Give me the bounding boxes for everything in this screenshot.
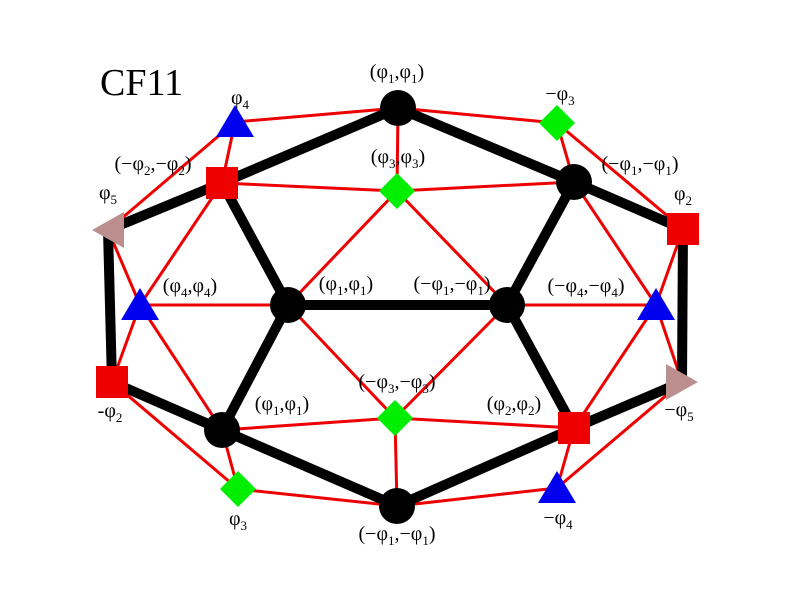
diamond-node-S: [220, 471, 256, 507]
black-edge-M-Q: [107, 377, 227, 435]
red-edge-E-K: [395, 189, 509, 307]
triangle-node-I: [121, 288, 159, 320]
label-bottom-circle: (−φ1​,−φ1​): [359, 523, 436, 548]
black-edge-H-O: [677, 224, 688, 387]
label-right-blue-triangle: (−φ4​,−φ4​): [548, 275, 625, 300]
red-edge-M-S: [111, 380, 239, 491]
nodes: [92, 90, 699, 524]
diamond-node-N: [377, 400, 413, 436]
red-edges: [106, 106, 685, 508]
diamond-node-C: [539, 105, 575, 141]
circle-node-T: [379, 488, 415, 524]
label-bottom-right-triangle: −φ4​: [543, 507, 573, 532]
red-edge-D-I: [138, 182, 224, 306]
red-edge-T-U: [396, 486, 558, 508]
black-edge-F-K: [502, 177, 579, 310]
label-lower-left-circle: (φ1​,φ1​): [255, 393, 309, 418]
circle-node-Q: [204, 412, 240, 448]
circle-node-F: [556, 164, 592, 200]
label-top-right-diamond: −φ3​: [545, 83, 574, 108]
black-edge-F-H: [569, 177, 688, 234]
label-upper-left-square: (−φ2​,−φ2​): [115, 153, 192, 178]
black-edge-Q-T: [217, 425, 402, 511]
red-edge-B-G: [107, 120, 236, 232]
label-lower-right-square: (φ2​,φ2​): [487, 393, 541, 418]
black-edge-T-R: [392, 423, 579, 511]
label-left-blue-triangle: (φ4​,φ4​): [163, 275, 217, 300]
triangle-node-U: [538, 471, 576, 503]
label-upper-right-circle: (−φ1​,−φ1​): [602, 153, 679, 178]
tan-triangle-node-O: [666, 364, 698, 400]
diagram-title: CF11: [100, 62, 183, 104]
diamond-node-E: [379, 173, 415, 209]
label-mid-left-circle: (φ1​,φ1​): [319, 273, 373, 298]
label-upper-center-diamond: (φ3​,φ3​): [371, 146, 425, 171]
circle-node-A: [380, 90, 416, 126]
red-edge-K-N: [393, 303, 509, 420]
black-edge-R-O: [569, 377, 687, 433]
label-right-tan-triangle: −φ5​: [664, 399, 693, 424]
circle-node-K: [489, 287, 525, 323]
red-edge-E-F: [396, 180, 575, 193]
red-edge-I-Q: [138, 304, 224, 431]
red-edge-U-O: [556, 380, 683, 490]
black-edge-G-M: [103, 225, 117, 387]
circle-node-J: [270, 287, 306, 323]
square-node-R: [558, 412, 590, 444]
square-node-H: [667, 213, 699, 245]
label-bottom-left-diamond: φ3​: [229, 508, 247, 533]
label-top-left-triangle: φ4​: [231, 87, 250, 112]
black-edge-A-F: [393, 103, 579, 187]
label-lower-center-diamond: (−φ3​,−φ3​): [359, 371, 436, 396]
red-edge-F-L: [572, 181, 658, 306]
black-edge-G-D: [103, 178, 227, 235]
red-edge-J-N: [286, 303, 397, 420]
triangle-node-B: [216, 105, 254, 137]
red-edge-L-R: [572, 304, 658, 429]
red-edge-N-R: [394, 416, 575, 430]
red-edge-G-I: [106, 229, 142, 306]
black-edge-J-Q: [217, 300, 293, 435]
black-edge-D-A: [217, 103, 403, 188]
red-edge-A-C: [397, 106, 558, 125]
label-left-tan-triangle: φ5​: [99, 182, 117, 207]
red-edge-B-A: [234, 106, 399, 124]
red-edge-Q-N: [221, 416, 396, 432]
tan-triangle-node-G: [92, 212, 124, 248]
square-node-M: [96, 366, 128, 398]
square-node-D: [206, 167, 238, 199]
black-edges: [103, 103, 688, 511]
black-edge-K-R: [502, 300, 579, 433]
black-edge-D-J: [217, 178, 293, 310]
label-top-circle: (φ1​,φ1​): [370, 61, 424, 86]
label-left-square: -φ2​: [98, 400, 123, 425]
red-edge-E-J: [286, 189, 399, 307]
triangle-node-L: [637, 288, 675, 320]
red-edge-S-T: [237, 487, 398, 508]
red-edge-C-H: [556, 121, 684, 231]
red-edge-D-E: [221, 181, 398, 193]
label-right-square: φ2​: [674, 183, 692, 208]
